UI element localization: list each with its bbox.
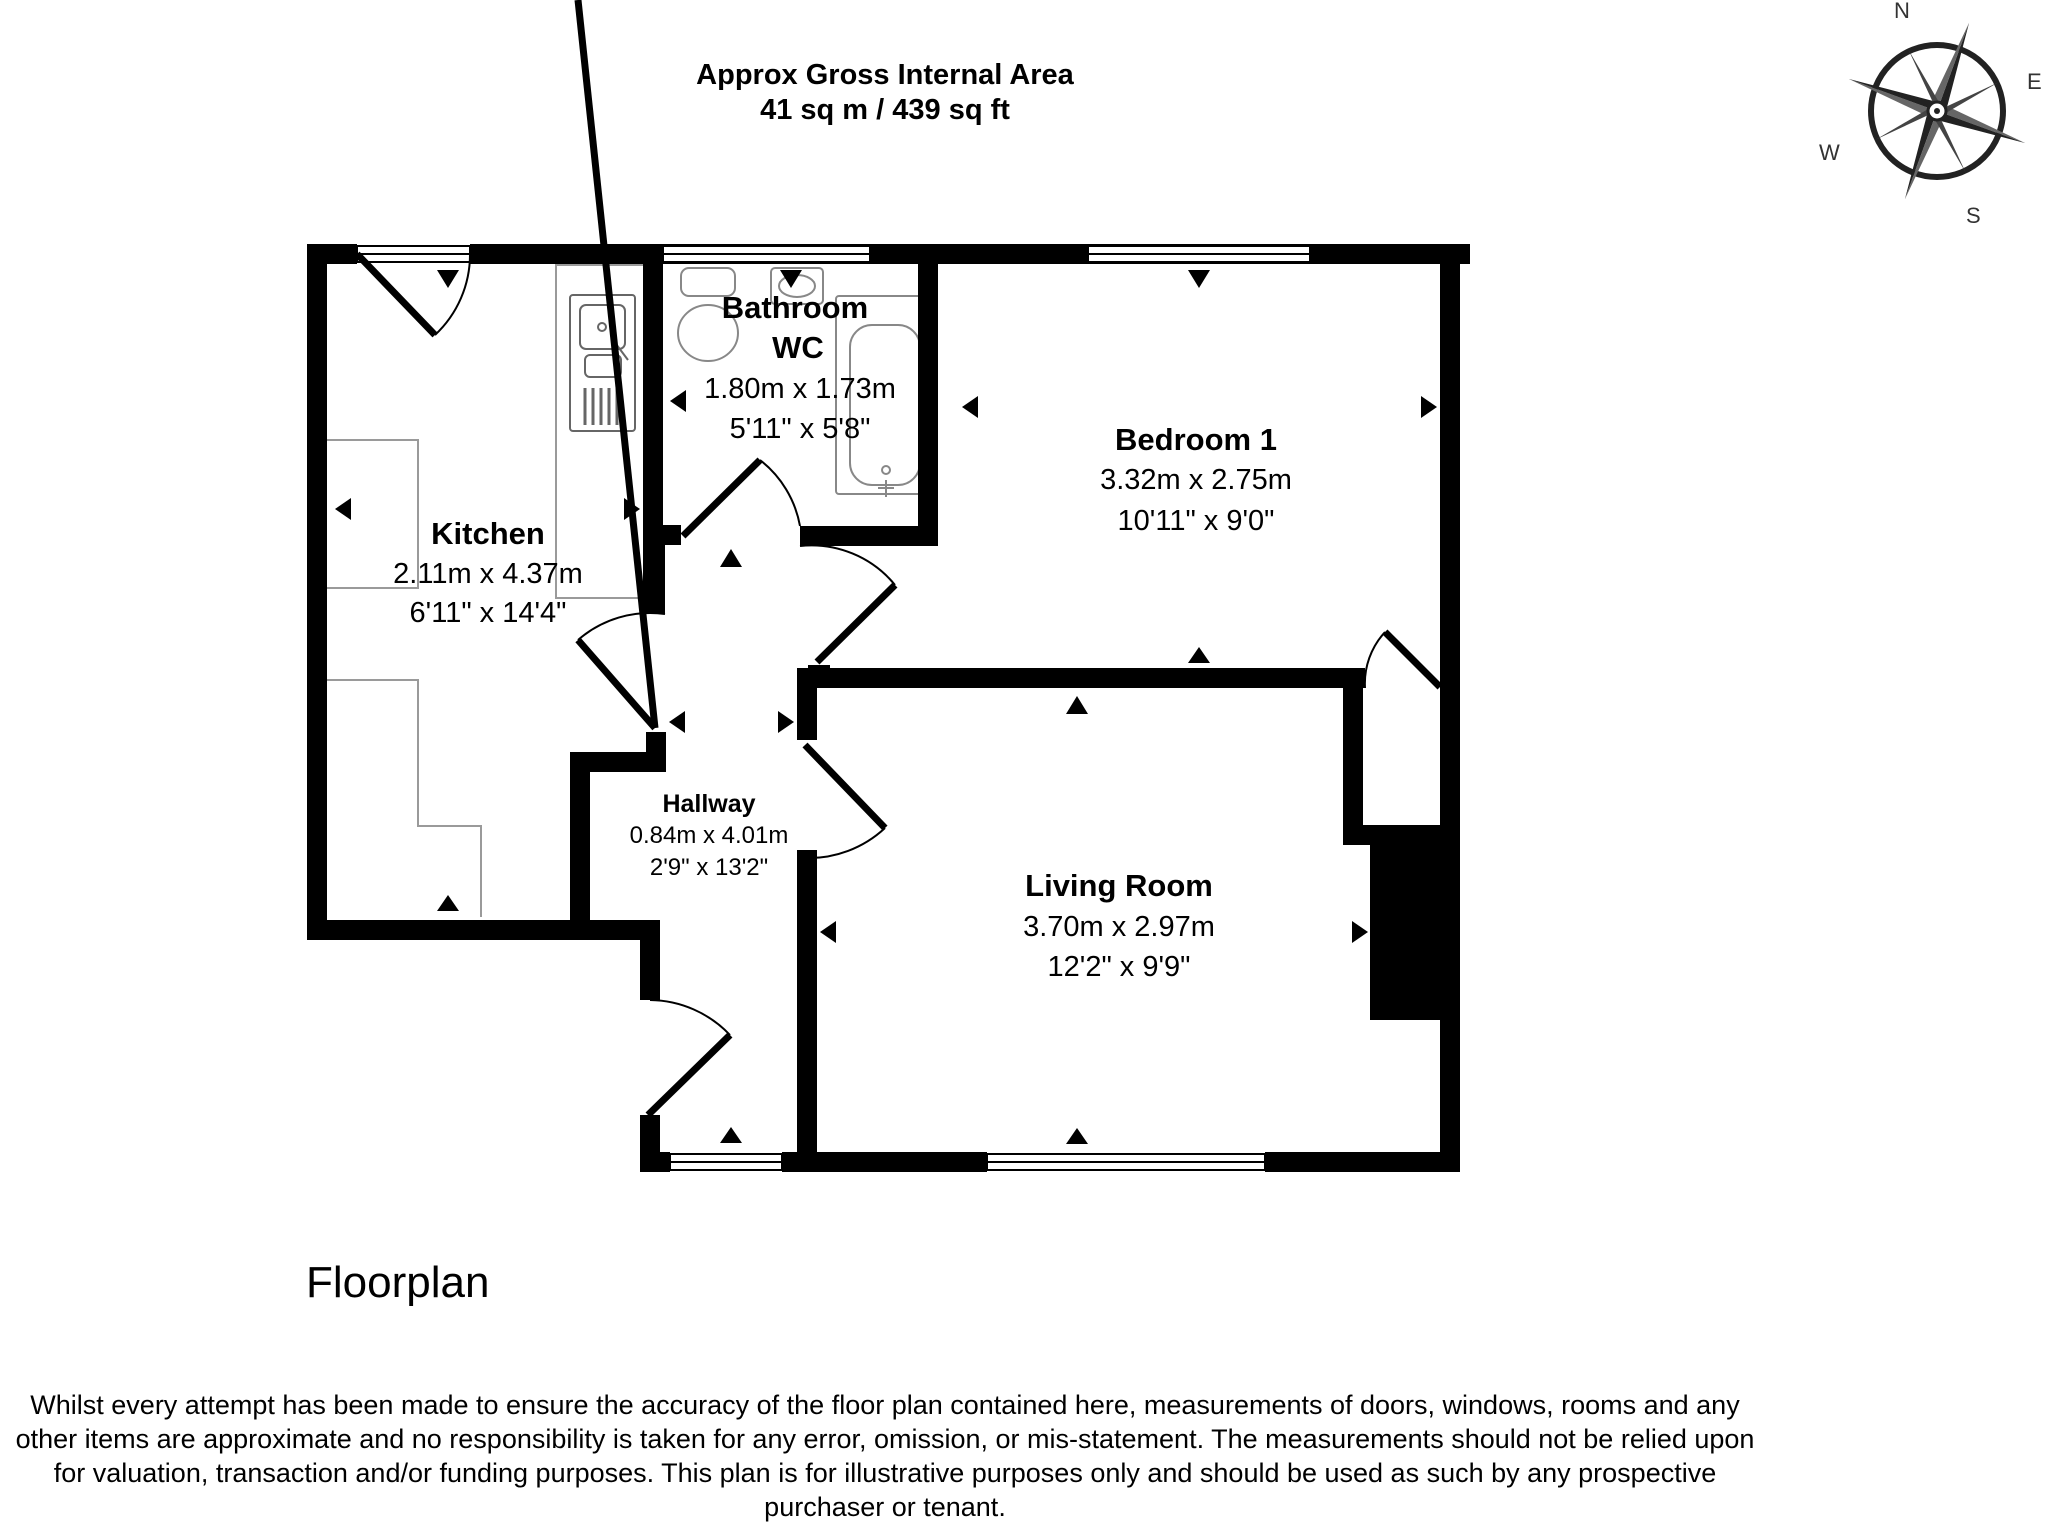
compass-east-label: E <box>2027 69 2042 94</box>
living-room-imperial: 12'2" x 9'9" <box>1048 951 1191 983</box>
room-label-kitchen: Kitchen 2.11m x 4.37m 6'11" x 14'4" <box>393 516 583 629</box>
compass-west-label: W <box>1819 140 1840 165</box>
bedroom1-name: Bedroom 1 <box>1115 422 1277 457</box>
bathroom-name: Bathroom <box>722 290 868 325</box>
door-kitchen-internal <box>574 0 666 731</box>
toilet-icon <box>677 267 739 362</box>
bathroom-imperial: 5'11" x 5'8" <box>730 413 871 445</box>
compass-south-label: S <box>1966 203 1981 228</box>
walls <box>307 244 1470 1172</box>
kitchen-metric: 2.11m x 4.37m <box>393 558 583 590</box>
bedroom1-imperial: 10'11" x 9'0" <box>1118 505 1275 537</box>
kitchen-name: Kitchen <box>431 516 545 551</box>
hallway-imperial: 2'9" x 13'2" <box>650 854 768 881</box>
dimension-markers <box>335 270 1437 1144</box>
doors <box>354 0 1443 1118</box>
area-title-line1: Approx Gross Internal Area <box>696 59 1074 91</box>
room-label-hallway: Hallway 0.84m x 4.01m 2'9" x 13'2" <box>630 790 789 881</box>
door-living-room <box>802 742 888 860</box>
hallway-name: Hallway <box>662 790 755 818</box>
compass-north-label: N <box>1894 0 1910 23</box>
kitchen-unit-lower <box>327 679 482 917</box>
kitchen-imperial: 6'11" x 14'4" <box>410 597 567 629</box>
compass-rose-icon <box>1848 22 2026 200</box>
door-bathroom <box>680 457 801 539</box>
room-label-bedroom-1: Bedroom 1 3.32m x 2.75m 10'11" x 9'0" <box>1100 422 1292 537</box>
bathroom-name-line2: WC <box>772 330 824 365</box>
door-bedroom <box>799 544 898 665</box>
disclaimer-text: Whilst every attempt has been made to en… <box>15 1390 1755 1522</box>
floorplan-label: Floorplan <box>306 1258 490 1307</box>
door-front <box>645 999 733 1118</box>
bedroom1-metric: 3.32m x 2.75m <box>1100 464 1292 496</box>
room-label-bathroom: Bathroom WC 1.80m x 1.73m 5'11" x 5'8" <box>704 290 896 445</box>
chimney-breast <box>1370 845 1440 1020</box>
living-room-metric: 3.70m x 2.97m <box>1023 911 1215 943</box>
kitchen-unit-upper <box>327 439 419 589</box>
fixtures <box>327 264 645 917</box>
door-cupboard <box>1363 629 1443 690</box>
living-room-name: Living Room <box>1025 868 1213 903</box>
hallway-metric: 0.84m x 4.01m <box>630 822 789 849</box>
gross-internal-area: Approx Gross Internal Area 41 sq m / 439… <box>620 58 1150 128</box>
kitchen-sink-icon <box>569 294 636 432</box>
area-title-line2: 41 sq m / 439 sq ft <box>760 94 1010 126</box>
bathroom-metric: 1.80m x 1.73m <box>704 373 896 405</box>
room-label-living-room: Living Room 3.70m x 2.97m 12'2" x 9'9" <box>1023 868 1215 983</box>
door-kitchen-external <box>354 251 472 338</box>
